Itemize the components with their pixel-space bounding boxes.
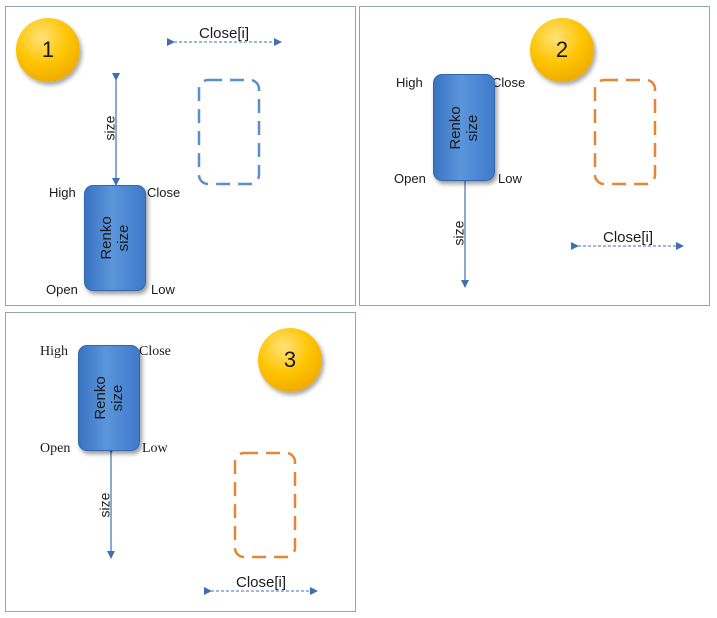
renko-brick: Renko size	[84, 185, 146, 291]
dashed-brick	[233, 451, 297, 559]
step-badge: 3	[258, 328, 322, 392]
low-label: Low	[498, 171, 522, 186]
size-label: size	[450, 220, 467, 246]
size-label: size	[101, 115, 118, 141]
high-label: High	[49, 185, 76, 200]
brick-text: Renko size	[447, 105, 481, 150]
high-label: High	[40, 344, 68, 359]
step-badge: 1	[16, 18, 80, 82]
open-label: Open	[40, 441, 71, 456]
close-label: Close	[139, 344, 171, 359]
close-label: Close	[492, 75, 526, 90]
panel-3-arrows	[107, 446, 318, 595]
close-i-label: Close[i]	[199, 25, 250, 42]
open-label: Open	[46, 282, 78, 297]
panel-1: 1 Close[i] size Renko size High Close Op…	[5, 6, 356, 306]
low-label: Low	[151, 282, 175, 297]
renko-brick: Renko size	[433, 74, 495, 181]
step-badge: 2	[530, 18, 594, 82]
close-i-label: Close[i]	[236, 574, 287, 591]
brick-text: Renko size	[98, 216, 132, 260]
high-label: High	[396, 75, 423, 90]
size-label: size	[96, 492, 113, 518]
close-label: Close	[147, 185, 181, 200]
open-label: Open	[394, 171, 426, 186]
panel-2-arrows	[461, 78, 684, 288]
low-label: Low	[142, 441, 168, 456]
renko-brick: Renko size	[78, 345, 140, 451]
brick-text: Renko size	[92, 376, 126, 420]
close-i-label: Close[i]	[603, 229, 654, 246]
panel-3: 3 High Close Renko size Open Low size Cl…	[5, 312, 356, 612]
panel-2: 2 High Close Renko size Open Low size Cl…	[359, 6, 710, 306]
dashed-brick	[593, 78, 657, 186]
dashed-brick	[197, 78, 261, 186]
panel-1-arrows	[112, 38, 282, 186]
